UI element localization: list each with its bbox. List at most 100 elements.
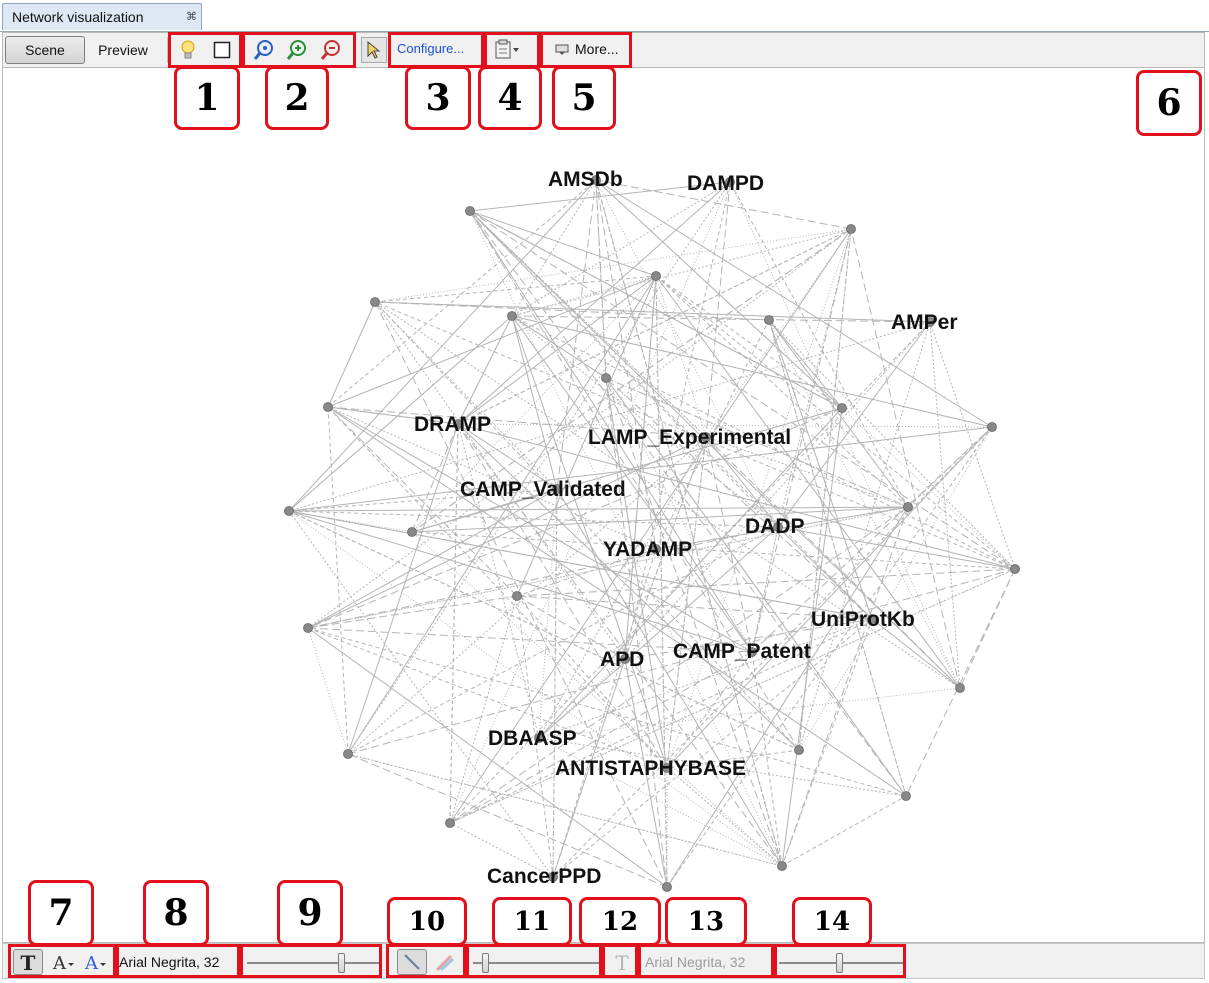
tab-network-visualization[interactable]: Network visualization ⌘ bbox=[2, 3, 202, 30]
edge-color-icon[interactable] bbox=[433, 951, 457, 978]
graph-node[interactable] bbox=[620, 654, 630, 664]
graph-node[interactable] bbox=[867, 614, 877, 624]
node-font-size-slider[interactable] bbox=[247, 944, 381, 978]
node-font-label[interactable]: Arial Negrita, 32 bbox=[119, 954, 220, 970]
graph-edge bbox=[288, 510, 779, 528]
graph-edge bbox=[469, 210, 961, 689]
zoom-out-icon[interactable] bbox=[319, 37, 345, 63]
node-label[interactable]: YADAMP bbox=[603, 538, 693, 561]
node-label[interactable]: CAMP_Validated bbox=[460, 478, 626, 501]
graph-node[interactable] bbox=[651, 544, 661, 554]
graph-node[interactable] bbox=[901, 791, 911, 801]
graph-node[interactable] bbox=[837, 403, 847, 413]
node-label[interactable]: ANTISTAPHYBASE bbox=[555, 757, 746, 780]
select-pointer-icon[interactable] bbox=[361, 37, 387, 63]
node-label[interactable]: DRAMP bbox=[414, 413, 491, 436]
graph-node[interactable] bbox=[303, 623, 313, 633]
slider-thumb[interactable] bbox=[481, 953, 489, 973]
node-label[interactable]: LAMP_Experimental bbox=[588, 426, 792, 449]
close-icon[interactable]: ⌘ bbox=[186, 11, 197, 23]
graph-edge bbox=[624, 436, 707, 660]
zoom-in-icon[interactable] bbox=[285, 37, 311, 63]
graph-node[interactable] bbox=[445, 818, 455, 828]
graph-node[interactable] bbox=[601, 373, 611, 383]
graph-edge bbox=[288, 510, 554, 878]
preview-button[interactable]: Preview bbox=[98, 42, 148, 58]
lightbulb-icon[interactable] bbox=[175, 37, 201, 63]
font-size-icon[interactable]: A bbox=[51, 950, 77, 979]
slider-thumb[interactable] bbox=[338, 953, 346, 973]
graph-node[interactable] bbox=[534, 733, 544, 743]
square-icon[interactable] bbox=[209, 37, 235, 63]
graph-node[interactable] bbox=[846, 224, 856, 234]
slider-track bbox=[247, 962, 381, 964]
node-label[interactable]: CAMP_Patent bbox=[673, 640, 811, 663]
configure-link[interactable]: Configure... bbox=[397, 41, 465, 56]
graph-node[interactable] bbox=[507, 311, 517, 321]
screenshot-icon[interactable] bbox=[493, 37, 519, 63]
graph-node[interactable] bbox=[465, 206, 475, 216]
graph-node[interactable] bbox=[651, 271, 661, 281]
node-label[interactable]: APD bbox=[600, 648, 645, 671]
graph-edge bbox=[347, 568, 1016, 755]
edge-font-size-slider[interactable] bbox=[779, 944, 905, 978]
graph-node[interactable] bbox=[662, 763, 672, 773]
graph-node[interactable] bbox=[407, 527, 417, 537]
graph-node[interactable] bbox=[552, 484, 562, 494]
edge-text-slider[interactable] bbox=[473, 944, 603, 978]
graph-edge bbox=[307, 627, 349, 755]
graph-node[interactable] bbox=[284, 506, 294, 516]
graph-node[interactable] bbox=[323, 402, 333, 412]
graph-node[interactable] bbox=[591, 175, 601, 185]
graph-node[interactable] bbox=[701, 432, 711, 442]
graph-node[interactable] bbox=[1010, 564, 1020, 574]
graph-edge bbox=[595, 179, 1016, 570]
graph-node[interactable] bbox=[370, 297, 380, 307]
graph-node[interactable] bbox=[343, 749, 353, 759]
node-label[interactable]: CancerPPD bbox=[487, 865, 602, 888]
graph-edge bbox=[469, 210, 657, 277]
graph-node[interactable] bbox=[773, 522, 783, 532]
node-label[interactable]: DBAASP bbox=[488, 727, 577, 750]
graph-node[interactable] bbox=[764, 315, 774, 325]
graph-node[interactable] bbox=[725, 177, 735, 187]
node-label[interactable]: AMSDb bbox=[548, 168, 623, 191]
graph-edge bbox=[374, 301, 626, 660]
graph-edge bbox=[768, 319, 961, 689]
graph-edge bbox=[347, 753, 668, 888]
callout-badge: 8 bbox=[143, 880, 209, 946]
graph-edge bbox=[374, 301, 558, 490]
graph-canvas[interactable] bbox=[2, 68, 1205, 943]
graph-node[interactable] bbox=[548, 872, 558, 882]
show-edge-labels-icon[interactable]: T bbox=[611, 951, 633, 978]
scene-button[interactable]: Scene bbox=[5, 36, 85, 64]
graph-node[interactable] bbox=[955, 683, 965, 693]
edge-font-label[interactable]: Arial Negrita, 32 bbox=[645, 954, 746, 970]
graph-node[interactable] bbox=[747, 647, 757, 657]
graph-node[interactable] bbox=[794, 745, 804, 755]
graph-node[interactable] bbox=[925, 317, 935, 327]
node-label[interactable]: DADP bbox=[745, 515, 805, 538]
more-button[interactable]: More... bbox=[575, 41, 619, 57]
font-color-icon[interactable]: A bbox=[83, 950, 109, 979]
graph-edge bbox=[307, 436, 707, 629]
show-node-labels-icon[interactable]: T bbox=[13, 949, 43, 975]
graph-edge bbox=[777, 526, 873, 620]
graph-node[interactable] bbox=[512, 591, 522, 601]
show-edges-icon[interactable] bbox=[397, 949, 427, 975]
node-label[interactable]: UniProtKb bbox=[811, 608, 915, 631]
graph-node[interactable] bbox=[987, 422, 997, 432]
node-label[interactable]: DAMPD bbox=[687, 172, 764, 195]
more-icon[interactable] bbox=[555, 43, 569, 61]
graph-edge bbox=[511, 315, 779, 528]
zoom-center-icon[interactable] bbox=[251, 37, 277, 63]
graph-node[interactable] bbox=[777, 861, 787, 871]
graph-edge bbox=[705, 436, 753, 653]
graph-node[interactable] bbox=[662, 882, 672, 892]
graph-node[interactable] bbox=[453, 419, 463, 429]
slider-thumb[interactable] bbox=[836, 953, 844, 973]
graph-edge bbox=[288, 510, 873, 620]
graph-node[interactable] bbox=[903, 502, 913, 512]
graph-edge bbox=[905, 568, 1016, 797]
node-label[interactable]: AMPer bbox=[891, 311, 958, 334]
